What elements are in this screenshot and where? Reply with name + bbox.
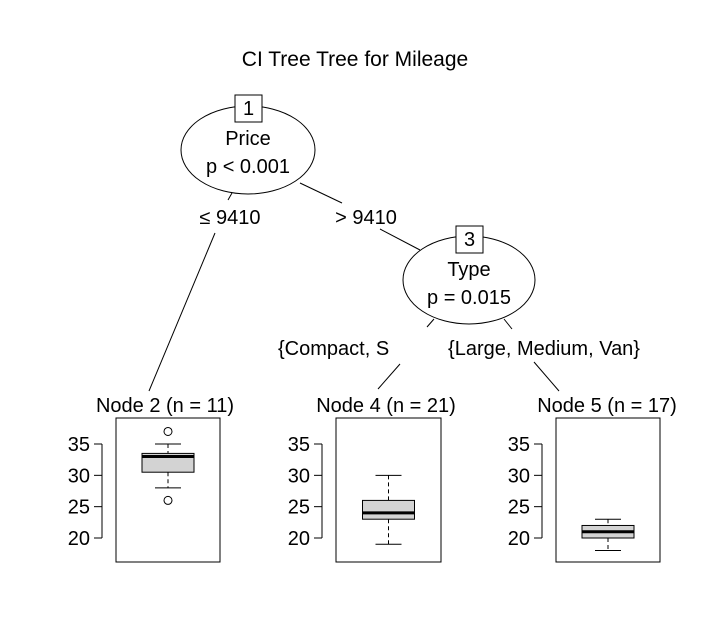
edge-label: ≤ 9410 <box>199 207 260 229</box>
edge-line <box>533 361 560 392</box>
edge-line <box>148 232 216 392</box>
terminal-node-label: Node 4 (n = 21) <box>316 395 456 417</box>
y-tick-label: 20 <box>68 528 90 550</box>
y-tick-label: 25 <box>68 497 90 519</box>
edge-line <box>503 318 513 330</box>
split-variable: Price <box>225 128 271 150</box>
y-tick-label: 25 <box>508 497 530 519</box>
edge-line <box>379 228 421 251</box>
y-tick-label: 35 <box>68 434 90 456</box>
node-id-box <box>455 225 484 254</box>
y-tick-label: 20 <box>508 528 530 550</box>
y-tick-label: 20 <box>288 528 310 550</box>
y-tick-label: 30 <box>288 465 310 487</box>
terminal-node-label: Node 5 (n = 17) <box>537 395 677 417</box>
y-tick-label: 35 <box>288 434 310 456</box>
split-variable: Type <box>447 259 490 281</box>
y-tick-label: 30 <box>508 465 530 487</box>
panel-frame <box>555 417 661 563</box>
edge-line <box>426 318 435 328</box>
node-id: 3 <box>464 229 475 251</box>
y-tick-label: 35 <box>508 434 530 456</box>
p-value: p = 0.015 <box>427 287 511 309</box>
plot-title: CI Tree Tree for Mileage <box>242 48 468 71</box>
iqr-box <box>362 499 415 520</box>
outlier-point <box>163 495 173 505</box>
y-tick-label: 25 <box>288 497 310 519</box>
p-value: p < 0.001 <box>206 156 290 178</box>
outlier-point <box>163 426 173 436</box>
panel-frame <box>115 417 221 563</box>
edge-label: {Compact, S <box>278 338 389 360</box>
edge-line <box>377 363 401 390</box>
edge-line <box>299 182 343 204</box>
edge-label: > 9410 <box>335 207 397 229</box>
edge-label: {Large, Medium, Van} <box>448 338 640 360</box>
node-id-box <box>234 94 263 123</box>
y-tick-label: 30 <box>68 465 90 487</box>
boxplot-panels: 35 30 25 20 35 30 25 20 35 30 25 20 <box>68 417 661 563</box>
terminal-node-label: Node 2 (n = 11) <box>96 395 234 417</box>
panel-frame <box>335 417 442 563</box>
edge-line <box>227 192 233 201</box>
iqr-box <box>141 452 195 473</box>
node-id: 1 <box>243 98 254 120</box>
